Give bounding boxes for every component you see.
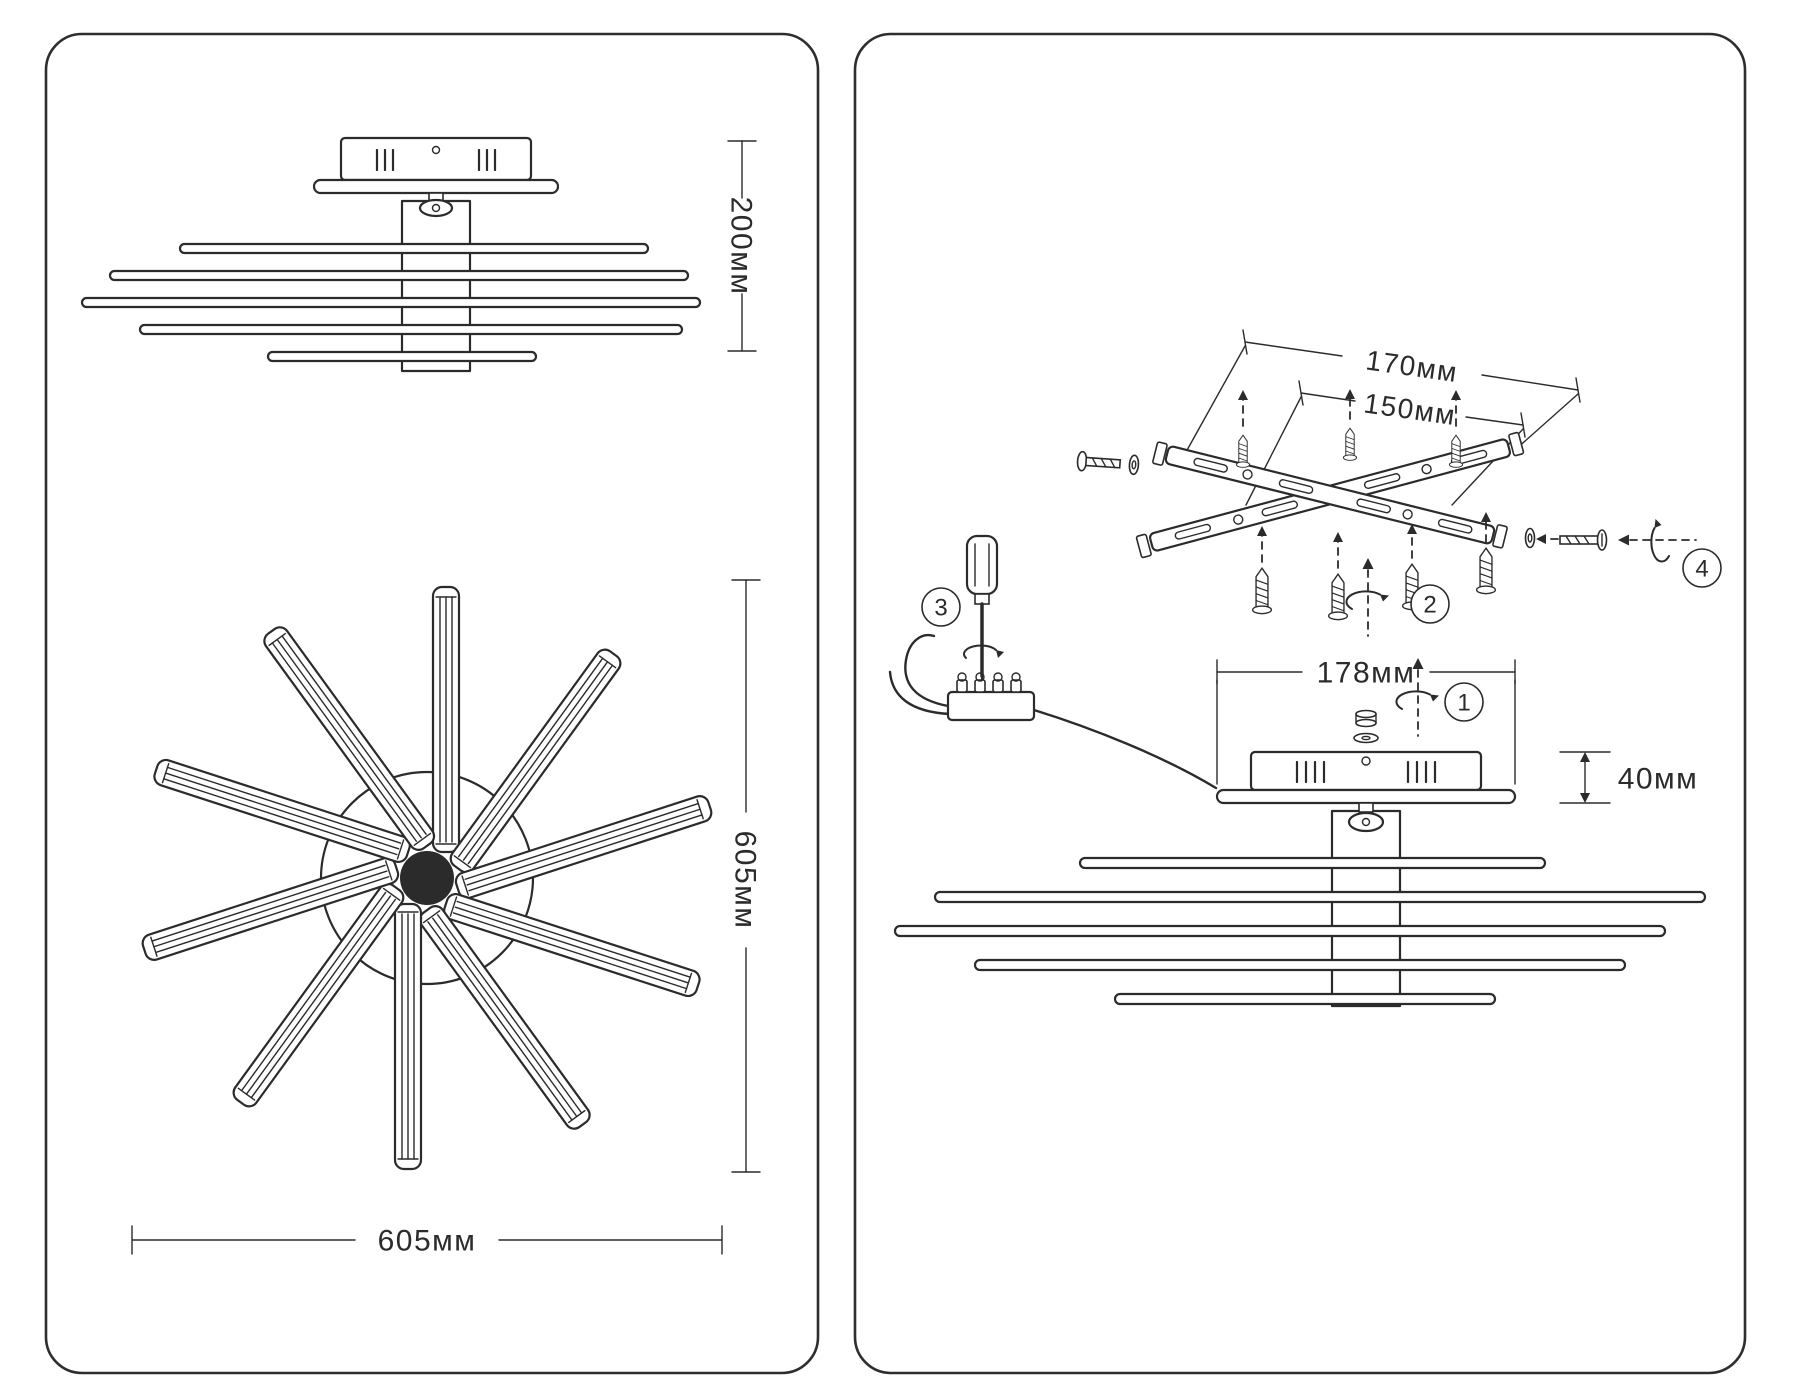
bracket-strap-b xyxy=(1152,441,1508,549)
mounting-bracket xyxy=(1135,431,1525,559)
dim-canopy-178: 178мм xyxy=(1216,657,1516,785)
dim-canopy-40: 40мм xyxy=(1559,751,1699,804)
cable-clamp xyxy=(418,198,454,218)
step-badge-2 xyxy=(1410,584,1450,624)
center-column xyxy=(400,199,472,373)
terminal-block xyxy=(946,672,1036,722)
dim-label-605-h: 605мм xyxy=(378,1225,477,1258)
step-badge-3 xyxy=(921,587,961,627)
right-panel: 170мм 150мм xyxy=(853,32,1747,1375)
wire xyxy=(904,633,950,708)
canopy-side-view xyxy=(1215,750,1517,805)
step-number-3: 3 xyxy=(934,594,947,621)
center-hub xyxy=(400,851,454,905)
right-panel-border xyxy=(853,32,1747,1375)
step-badge-1 xyxy=(1444,682,1484,722)
wire-hole-icon xyxy=(1361,756,1371,766)
dim-height-200: 200мм xyxy=(725,140,758,352)
wire xyxy=(888,670,952,716)
dim-label-605-v: 605мм xyxy=(729,831,762,930)
bracket-screws xyxy=(1251,512,1497,621)
center-column xyxy=(1330,809,1402,1008)
dim-diameter-605-horizontal: 605мм xyxy=(131,1225,723,1258)
step-badge-4 xyxy=(1682,548,1722,588)
wire-hole-icon xyxy=(431,145,441,155)
dim-label-178: 178мм xyxy=(1317,657,1416,690)
step-number-1: 1 xyxy=(1457,689,1470,716)
dim-label-200: 200мм xyxy=(725,197,758,296)
left-panel: 200мм 605мм xyxy=(44,32,820,1375)
step-3-group: 3 xyxy=(888,534,1218,790)
step-number-2: 2 xyxy=(1423,591,1436,618)
dim-diameter-605-vertical: 605мм xyxy=(729,579,762,1173)
ceiling-screws xyxy=(1235,389,1464,468)
step-2-group: 2 xyxy=(1345,557,1450,637)
washer-icon xyxy=(1524,527,1536,549)
lamp-side-view xyxy=(80,136,702,373)
wires xyxy=(888,633,1218,790)
dim-label-40: 40мм xyxy=(1618,763,1699,796)
lamp-arms-side-view xyxy=(893,802,1707,1008)
cable-clamp xyxy=(1347,811,1385,833)
step-number-4: 4 xyxy=(1695,555,1708,582)
wire xyxy=(1032,708,1218,790)
side-screw-right: 4 xyxy=(1524,518,1722,588)
washer-icon xyxy=(1128,454,1140,476)
side-screw-left xyxy=(1076,450,1140,476)
step-1-group: 1 xyxy=(1395,657,1484,737)
lamp-top-view xyxy=(139,585,715,1171)
screwdriver-icon xyxy=(963,534,1004,689)
nut-and-washer xyxy=(1353,709,1379,744)
